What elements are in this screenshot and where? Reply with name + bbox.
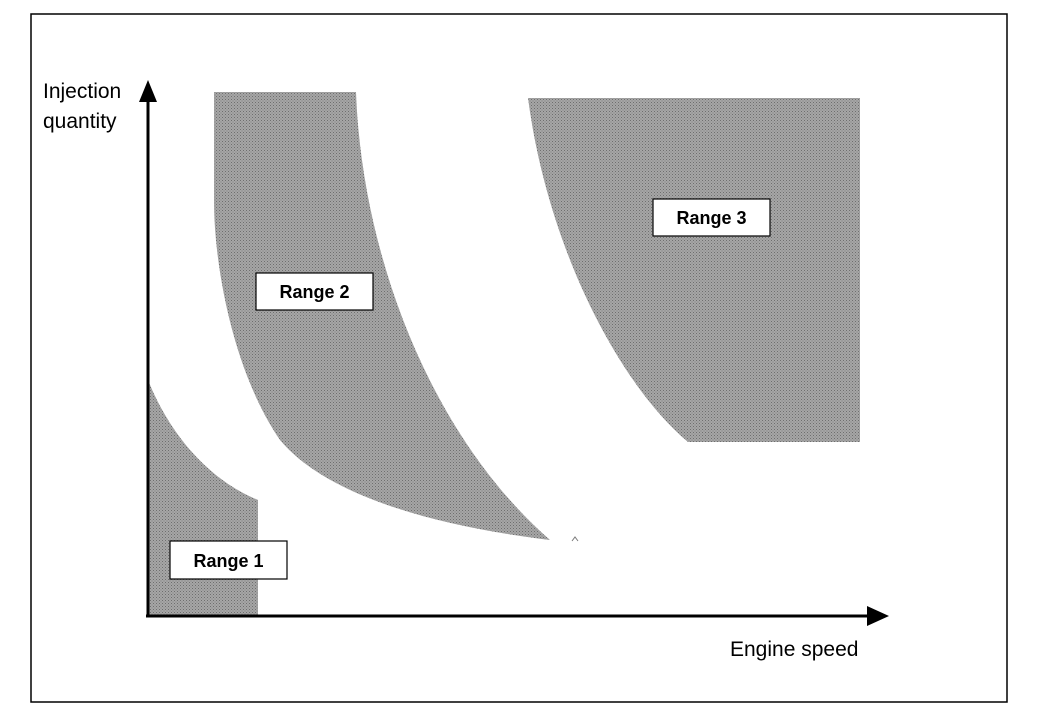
range-1-label: Range 1 (193, 551, 263, 571)
range-2-label-box (255, 272, 374, 311)
range-2-label: Range 2 (279, 282, 349, 302)
range-1-region (148, 380, 258, 616)
range-1-label-box (169, 540, 288, 580)
range-3-region (528, 98, 860, 442)
y-axis-label-line1: Injection (43, 80, 121, 103)
range-3-label: Range 3 (676, 208, 746, 228)
range-2-region (214, 92, 550, 540)
diagram-frame (30, 13, 1008, 703)
y-axis-label-line2: quantity (43, 110, 117, 133)
x-axis-arrowhead (867, 606, 889, 626)
x-axis-label: Engine speed (730, 638, 858, 661)
range-2-tip-mark (571, 536, 579, 542)
y-axis-arrowhead (139, 80, 157, 102)
range-3-label-box (652, 198, 771, 237)
